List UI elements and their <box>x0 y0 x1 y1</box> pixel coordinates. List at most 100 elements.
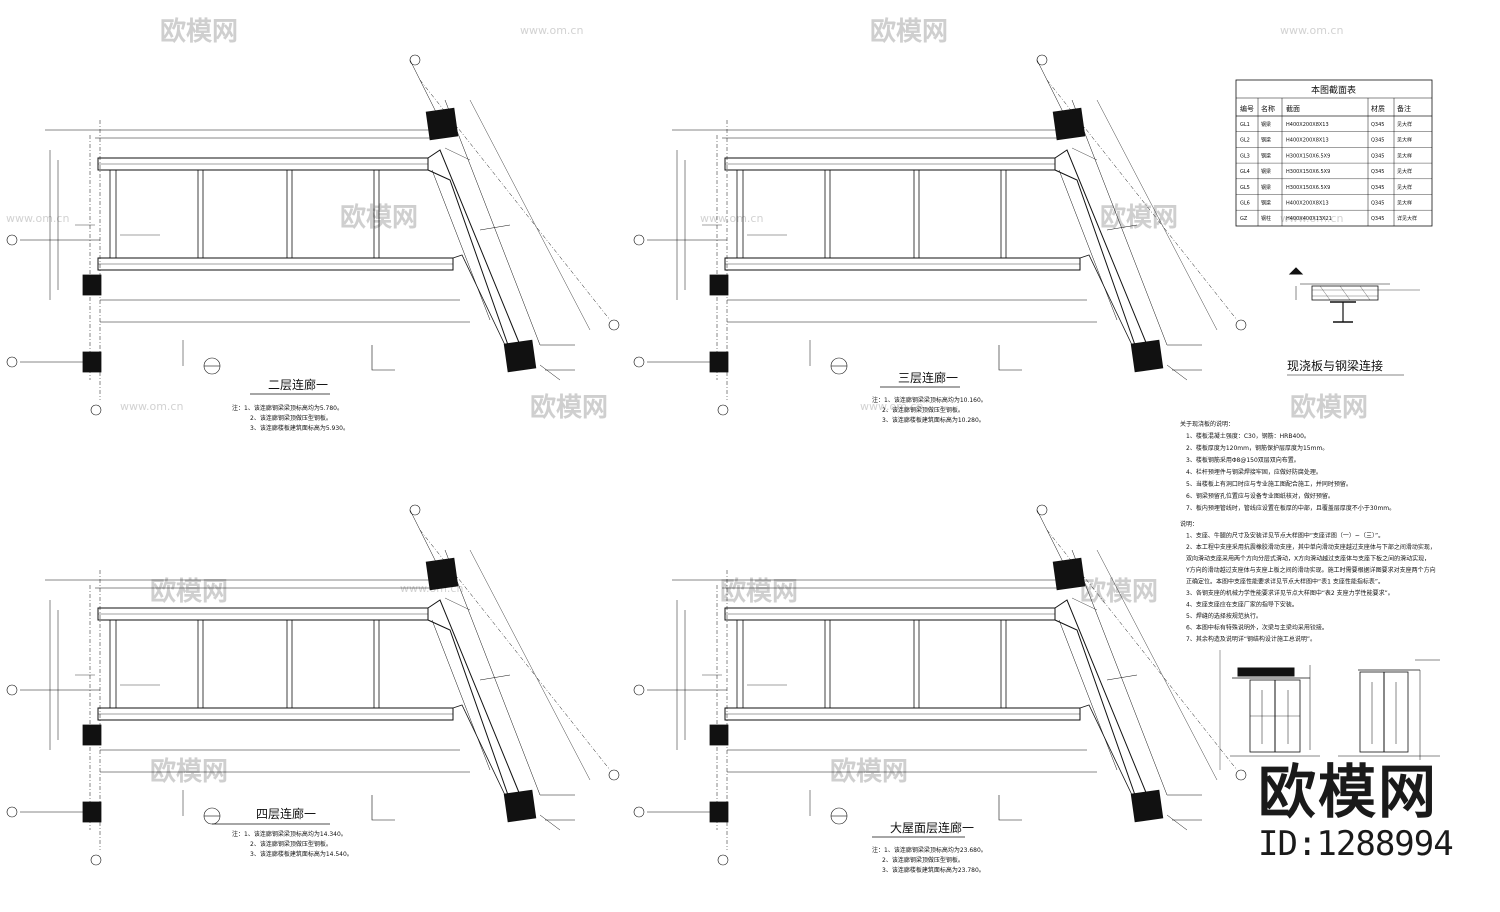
plan-title: 大屋面层连廊一 <box>890 820 974 835</box>
logo-id: ID:1288994 <box>1258 824 1454 864</box>
watermark-brand: 欧模网 <box>160 16 238 47</box>
table-cell: Q345 <box>1371 169 1384 175</box>
table-cell: Q345 <box>1371 185 1384 191</box>
table-cell: 钢梁 <box>1261 184 1271 191</box>
watermark-brand: 欧模网 <box>830 756 908 787</box>
svg-text:注：1、该连廊钢梁梁顶标高均为10.160。: 注：1、该连廊钢梁梁顶标高均为10.160。 <box>872 396 987 404</box>
svg-text:注：1、该连廊钢梁梁顶标高均为14.340。: 注：1、该连廊钢梁梁顶标高均为14.340。 <box>232 830 347 838</box>
table-cell: GL5 <box>1240 185 1250 191</box>
table-cell: GL6 <box>1240 201 1250 207</box>
plan-level-4: 四层连廊一 注：1、该连廊钢梁梁顶标高均为14.340。 2、该连廊钢梁顶做压型… <box>6 504 620 866</box>
table-header: 编号 <box>1240 104 1254 113</box>
svg-text:3、该连廊楼板建筑面标高为14.540。: 3、该连廊楼板建筑面标高为14.540。 <box>250 850 353 858</box>
table-cell: GZ <box>1240 216 1248 222</box>
note-line: 5、当楼板上有洞口时应与专业施工图配合施工，并同时预留。 <box>1186 480 1352 488</box>
table-cell: H400X200X8X13 <box>1286 138 1329 144</box>
svg-text:3、该连廊楼板建筑面标高为5.930。: 3、该连廊楼板建筑面标高为5.930。 <box>250 424 349 432</box>
slab-connection-detail <box>1288 267 1420 323</box>
table-cell: 钢梁 <box>1261 168 1271 175</box>
detail-title: 现浇板与钢梁连接 <box>1287 358 1383 373</box>
svg-text:2、该连廊钢梁顶做压型钢板。: 2、该连廊钢梁顶做压型钢板。 <box>882 856 964 864</box>
svg-text:注：1、该连廊钢梁梁顶标高均为5.780。: 注：1、该连廊钢梁梁顶标高均为5.780。 <box>232 404 343 412</box>
table-cell: 见大样 <box>1397 168 1412 175</box>
note-line: Y方向的滑动越过支座体与支座上板之间的滑动实现。施工时需要根据详图要求对支座两个… <box>1185 566 1436 574</box>
table-cell: 钢梁 <box>1261 121 1271 128</box>
svg-text:3、该连廊楼板建筑面标高为23.780。: 3、该连廊楼板建筑面标高为23.780。 <box>882 866 985 874</box>
note-line: 5、焊缝的选择按规范执行。 <box>1186 612 1262 620</box>
table-cell: Q345 <box>1371 216 1384 222</box>
table-cell: GL2 <box>1240 138 1250 144</box>
plan-title: 三层连廊一 <box>898 370 958 385</box>
table-cell: Q345 <box>1371 201 1384 207</box>
svg-text:注：1、该连廊钢梁梁顶标高均为23.680。: 注：1、该连廊钢梁梁顶标高均为23.680。 <box>872 846 987 854</box>
plan-level-2: 二层连廊一 注：1、该连廊钢梁梁顶标高均为5.780。 2、该连廊钢梁顶做压型钢… <box>6 54 620 432</box>
table-cell: 钢柱 <box>1261 215 1271 222</box>
note-line: 7、板内预埋管线时，管线应设置在板厚的中部，且覆盖层厚度不小于30mm。 <box>1186 504 1395 512</box>
watermark-site: www.om.cn <box>700 212 763 225</box>
watermark-brand: 欧模网 <box>1290 392 1368 423</box>
brand-logo: 欧模网 ID:1288994 <box>1258 760 1458 880</box>
note-line: 6、本图中标有特殊说明外，次梁与主梁均采用铰接。 <box>1186 624 1328 632</box>
svg-text:2、该连廊钢梁顶做压型钢板。: 2、该连廊钢梁顶做压型钢板。 <box>882 406 964 414</box>
note-line: 2、本工程中支座采用抗震橡胶滑动支座，其中单向滑动支座越过支座体与下部之间滑动实… <box>1186 543 1436 551</box>
table-cell: 钢梁 <box>1261 137 1271 144</box>
table-header: 名称 <box>1261 104 1275 113</box>
note-line: 说明： <box>1180 520 1198 528</box>
table-header: 截面 <box>1286 104 1300 113</box>
table-cell: 见大样 <box>1397 121 1412 128</box>
table-cell: 见大样 <box>1397 137 1412 144</box>
table-cell: H400X200X8X13 <box>1286 201 1329 207</box>
plan-title: 二层连廊一 <box>268 377 328 392</box>
note-line: 关于现浇板的说明： <box>1180 420 1234 428</box>
watermark-site: www.om.cn <box>1280 24 1343 37</box>
watermark-brand: 欧模网 <box>150 756 228 787</box>
table-cell: 见大样 <box>1397 152 1412 159</box>
note-line: 2、楼板厚度为120mm，钢筋保护层厚度为15mm。 <box>1186 444 1328 452</box>
watermark-brand: 欧模网 <box>1080 576 1158 607</box>
table-title: 本图截面表 <box>1311 84 1356 96</box>
note-line: 4、支座支座应在支座厂家的指导下安装。 <box>1186 601 1298 609</box>
note-line: 3、楼板钢筋采用Φ8@150双层双向布置。 <box>1186 456 1300 464</box>
note-line: 6、钢梁预留孔位置应与设备专业图纸核对，做好预留。 <box>1186 492 1334 500</box>
watermark-brand: 欧模网 <box>720 576 798 607</box>
note-line: 1、楼板混凝土强度：C30，钢筋：HRB400。 <box>1186 432 1310 440</box>
table-cell: Q345 <box>1371 153 1384 159</box>
slab-notes: 关于现浇板的说明： 1、楼板混凝土强度：C30，钢筋：HRB400。 2、楼板厚度为… <box>1180 420 1395 512</box>
table-cell: GL1 <box>1240 122 1250 128</box>
note-line: 4、栏杆预埋件与钢梁焊接牢固，应做好防腐处理。 <box>1186 468 1322 476</box>
table-cell: GL3 <box>1240 153 1250 159</box>
table-cell: GL4 <box>1240 169 1250 175</box>
note-line: 正确定位。本图中支座性能要求详见节点大样图中“表1 支座性能指标表”。 <box>1186 578 1384 586</box>
logo-brand: 欧模网 <box>1258 758 1439 826</box>
watermark-brand: 欧模网 <box>870 16 948 47</box>
watermark-site: www.om.cn <box>120 400 183 413</box>
note-line: 7、其余构造及说明详“钢结构设计施工总说明”。 <box>1186 635 1316 643</box>
note-line: 3、各钢支座的机械力学性能要求详见节点大样图中“表2 支座力学性能要求”。 <box>1186 589 1394 597</box>
table-cell: Q345 <box>1371 122 1384 128</box>
plan-level-3: 三层连廊一 注：1、该连廊钢梁梁顶标高均为10.160。 2、该连廊钢梁顶做压型… <box>633 54 1247 424</box>
table-cell: Q345 <box>1371 138 1384 144</box>
support-detail <box>1219 650 1440 770</box>
table-cell: H400X400X13X21 <box>1286 216 1332 222</box>
table-header: 材质 <box>1371 104 1385 113</box>
plan-roof: 大屋面层连廊一 注：1、该连廊钢梁梁顶标高均为23.680。 2、该连廊钢梁顶做… <box>633 504 1247 874</box>
watermark-site: www.om.cn <box>860 400 923 413</box>
note-line: 1、支座、牛腿的尺寸及安装详见节点大样图中“支座详图（一）~（三）”。 <box>1186 532 1384 540</box>
table-cell: 详见大样 <box>1397 215 1417 222</box>
table-cell: H300X150X6.5X9 <box>1286 169 1330 175</box>
watermark-brand: 欧模网 <box>530 392 608 423</box>
watermark-brand: 欧模网 <box>150 576 228 607</box>
svg-text:3、该连廊楼板建筑面标高为10.280。: 3、该连廊楼板建筑面标高为10.280。 <box>882 416 985 424</box>
watermark-site: www.om.cn <box>6 212 69 225</box>
watermark-layer: 欧模网 欧模网 欧模网 欧模网 欧模网 欧模网 欧模网 欧模网 欧模网 欧模网 … <box>6 16 1368 787</box>
table-cell: H300X150X6.5X9 <box>1286 185 1330 191</box>
table-cell: 见大样 <box>1397 184 1412 191</box>
plan-title: 四层连廊一 <box>256 806 316 821</box>
svg-text:2、该连廊钢梁顶做压型钢板。: 2、该连廊钢梁顶做压型钢板。 <box>250 840 332 848</box>
watermark-brand: 欧模网 <box>1100 202 1178 233</box>
note-line: 双向滑动支座采用两个方向分层式滑动，X方向滑动越过支座体与支座下板之间的滑动实现… <box>1186 555 1430 563</box>
table-cell: 钢梁 <box>1261 200 1271 207</box>
watermark-site: www.om.cn <box>520 24 583 37</box>
